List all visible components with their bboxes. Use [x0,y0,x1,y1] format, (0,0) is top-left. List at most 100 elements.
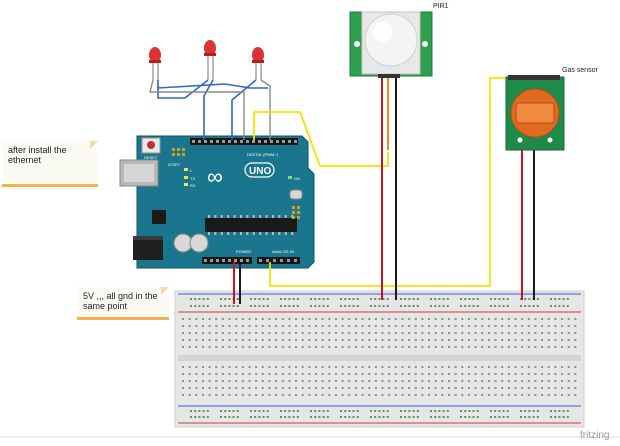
terminal-hole [215,387,218,389]
rail-hole [266,416,269,418]
terminal-hole [328,380,331,382]
rail-hole [528,305,531,307]
terminal-hole [261,387,264,389]
terminal-hole [501,332,504,334]
rail-hole [202,410,205,412]
rail-hole [254,298,257,300]
rail-hole [460,410,462,412]
rail-hole [430,416,432,418]
terminal-hole [221,394,224,396]
terminal-hole [494,325,497,327]
digital-pin [234,140,237,143]
terminal-hole [501,394,504,396]
terminal-hole [328,387,331,389]
rail-hole [310,305,312,307]
pir-dome [364,13,418,67]
rail-hole [494,410,497,412]
terminal-hole [321,380,324,382]
led-2 [204,40,216,80]
rail-hole [352,410,355,412]
chip-leg [240,215,242,218]
terminal-hole [368,318,371,320]
rail-hole [506,416,509,418]
terminal-hole [507,346,510,348]
digital-pin [198,140,201,143]
rail-hole [262,298,265,300]
led-3-rim [252,60,264,63]
terminal-hole [201,373,204,375]
terminal-hole [221,387,224,389]
rail-hole [236,305,239,307]
note-ground: 5V ,,, all gnd in the same point [77,287,169,320]
atmega-chip [205,218,297,232]
rail-hole [348,416,351,418]
rail-hole [280,298,282,300]
terminal-hole [268,387,271,389]
terminal-hole [388,387,391,389]
chip-leg [233,232,236,235]
chip-leg [278,215,281,218]
rail-hole [254,416,257,418]
terminal-hole [454,325,457,327]
terminal-hole [461,366,464,368]
terminal-hole [374,325,377,327]
terminal-hole [188,325,191,327]
chip-leg [265,232,268,235]
rail-hole [558,305,561,307]
power-pin [234,259,237,262]
terminal-hole [295,346,298,348]
terminal-hole [235,366,238,368]
terminal-hole [388,346,391,348]
icsp-pin [297,206,300,209]
terminal-hole [288,387,291,389]
terminal-hole [301,346,304,348]
terminal-hole [481,373,484,375]
terminal-hole [401,366,404,368]
terminal-hole [454,332,457,334]
terminal-hole [514,387,517,389]
on-led [288,176,292,179]
terminal-hole [414,346,417,348]
analog-pin [259,259,262,262]
terminal-hole [541,346,544,348]
terminal-hole [308,318,311,320]
rail-hole [472,305,475,307]
power-pin [246,259,249,262]
terminal-hole [215,373,218,375]
terminal-hole [328,346,331,348]
terminal-hole [394,339,397,341]
rail-hole [464,305,467,307]
terminal-hole [315,318,317,320]
rail-hole [322,305,325,307]
terminal-hole [348,325,351,327]
terminal-hole [514,346,517,348]
rail-hole [536,305,539,307]
terminal-hole [308,387,311,389]
terminal-hole [334,346,337,348]
terminal-hole [408,318,411,320]
chip-leg [246,215,249,218]
terminal-hole [361,387,364,389]
rail-hole [494,416,497,418]
rail-hole [408,305,411,307]
terminal-hole [221,332,224,334]
rail-hole [464,416,467,418]
terminal-hole [341,394,344,396]
center-channel [178,355,581,361]
rail-hole [464,298,467,300]
terminal-hole [448,380,450,382]
terminal-hole [448,387,450,389]
terminal-hole [481,346,484,348]
rail-hole [408,410,411,412]
terminal-hole [394,325,397,327]
terminal-hole [507,325,510,327]
terminal-hole [454,339,457,341]
rail-hole [378,416,381,418]
terminal-hole [487,387,490,389]
rail-hole [554,410,557,412]
rail-hole [446,305,449,307]
rail-hole [442,298,445,300]
rail-hole [194,298,197,300]
